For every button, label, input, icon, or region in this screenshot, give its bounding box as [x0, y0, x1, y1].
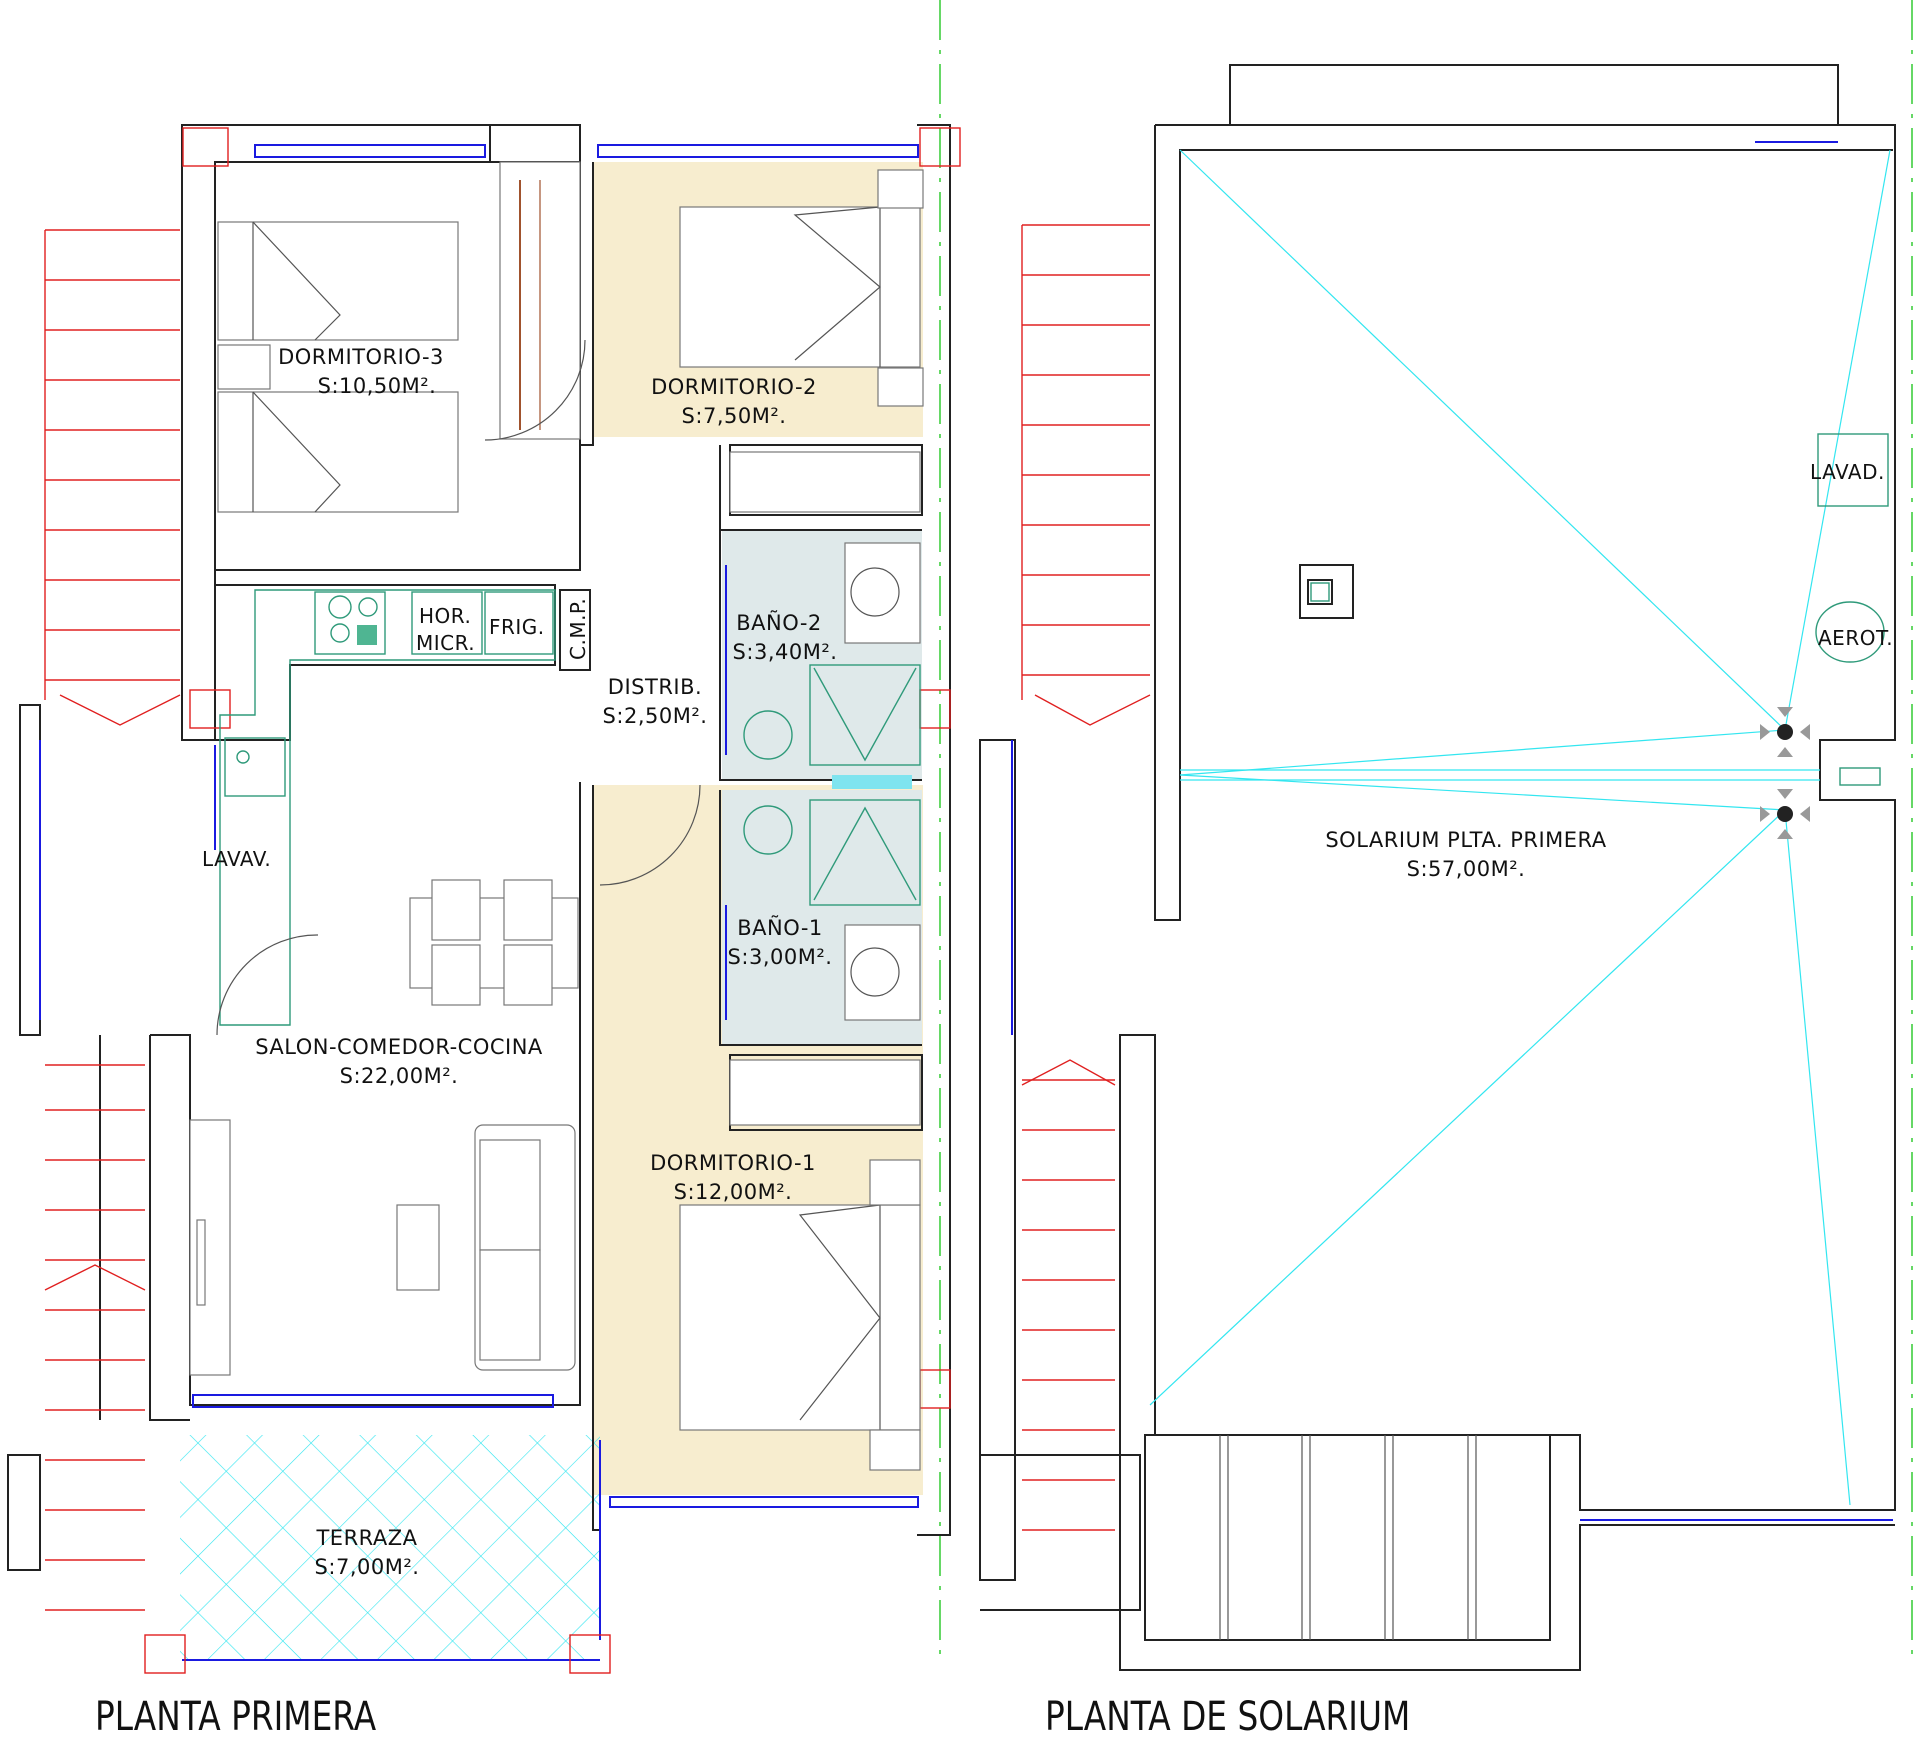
room-area: S:57,00M².: [1407, 857, 1526, 881]
washer-icon: [1817, 433, 1889, 507]
bed-dormitorio-3a: [217, 221, 459, 341]
fixture-label: LAVAV.: [202, 847, 271, 871]
structural-columns: [144, 127, 961, 1674]
room-labels: DORMITORIO-3 S:10,50M². DORMITORIO-2 S:7…: [255, 345, 1606, 1579]
room-name: DORMITORIO-3: [278, 345, 444, 369]
drain-icon: [1760, 789, 1810, 839]
tv-unit: [189, 1119, 231, 1376]
sofa: [474, 1124, 576, 1371]
coffee-table: [396, 1204, 440, 1291]
bano-1-fixtures: [743, 799, 921, 1021]
room-name: TERRAZA: [315, 1526, 417, 1550]
exterior-stair: [44, 229, 181, 1611]
room-area: S:3,40M².: [733, 640, 838, 664]
fixture-label: MICR.: [416, 631, 475, 655]
bano-2-fixtures: [743, 542, 921, 789]
plan-title: PLANTA DE SOLARIUM: [1045, 1693, 1410, 1740]
plan-planta-primera: [7, 0, 961, 1674]
room-area: S:10,50M².: [318, 374, 437, 398]
fixture-label: FRIG.: [489, 615, 545, 639]
drain-icon: [1760, 707, 1810, 757]
plan-planta-de-solarium: [979, 0, 1913, 1671]
aerothermal-unit-icon: [1815, 601, 1885, 663]
room-area: S:2,50M².: [603, 704, 708, 728]
room-name: SALON-COMEDOR-COCINA: [255, 1035, 543, 1059]
fixture-labels: HOR. MICR. FRIG. C.M.P. LAVAV. LAVAD. AE…: [202, 460, 1893, 871]
plan-titles: PLANTA PRIMERA PLANTA DE SOLARIUM: [95, 1693, 1410, 1740]
kitchen-counter: [219, 589, 556, 1026]
bed-dormitorio-2: [679, 169, 924, 407]
room-name: SOLARIUM PLTA. PRIMERA: [1325, 828, 1606, 852]
dining-table: [409, 879, 579, 1006]
room-area: S:7,50M².: [682, 404, 787, 428]
bed-dormitorio-1: [679, 1159, 921, 1471]
plan-title: PLANTA PRIMERA: [95, 1693, 376, 1740]
room-area: S:3,00M².: [728, 945, 833, 969]
bed-dormitorio-3b: [217, 391, 459, 513]
fixture-label: LAVAD.: [1810, 460, 1885, 484]
room-area: S:12,00M².: [674, 1180, 793, 1204]
room-name: BAÑO-2: [736, 609, 822, 635]
vent-grille-icon: [1839, 767, 1881, 786]
room-name: DORMITORIO-1: [650, 1151, 816, 1175]
fixture-label: AEROT.: [1818, 626, 1893, 650]
room-area: S:7,00M².: [315, 1555, 420, 1579]
skylight-icon: [1299, 564, 1354, 619]
room-name: DORMITORIO-2: [651, 375, 817, 399]
fixture-label: C.M.P.: [566, 598, 590, 660]
room-name: DISTRIB.: [608, 675, 702, 699]
room-area: S:22,00M².: [340, 1064, 459, 1088]
terraza-hatch: [180, 1435, 600, 1660]
exterior-stair: [1021, 224, 1151, 1531]
roof-slats: [1144, 1434, 1551, 1641]
roof-slope-lines: [1149, 149, 1891, 1506]
room-name: BAÑO-1: [737, 914, 823, 940]
fixture-label: HOR.: [419, 604, 471, 628]
